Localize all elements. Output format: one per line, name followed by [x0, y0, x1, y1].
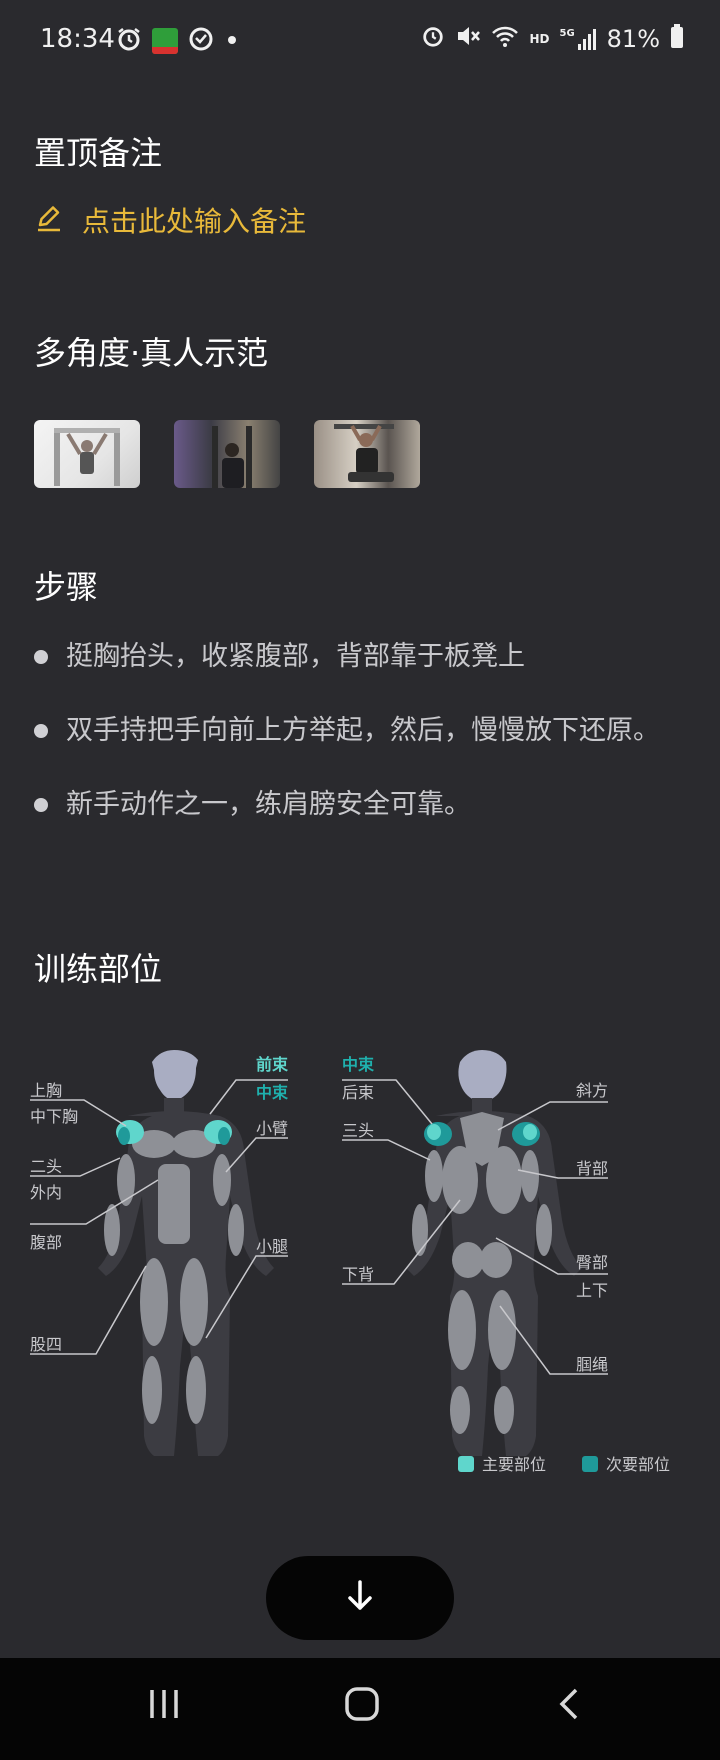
pencil-icon — [34, 203, 64, 237]
status-right-icons: HD 5G 81% — [421, 24, 684, 54]
network-gen: 5G — [559, 28, 575, 39]
label-back: 背部 — [576, 1159, 608, 1178]
network-type: HD — [529, 32, 550, 46]
alarm-icon — [116, 26, 142, 56]
list-item: 新手动作之一，练肩膀安全可靠。 — [34, 784, 684, 826]
label-upper-chest: 上胸 — [30, 1081, 62, 1100]
label-forearm: 小臂 — [256, 1119, 288, 1138]
legend-secondary: 次要部位 — [606, 1455, 670, 1474]
label-front-delt: 前束 — [256, 1055, 289, 1074]
signal-icon: 5G — [559, 28, 596, 50]
app-notification-icon — [152, 28, 178, 54]
mute-icon — [455, 24, 481, 54]
label-lower-back: 下背 — [342, 1265, 374, 1284]
alarm-icon — [421, 24, 445, 54]
muscle-legend: 主要部位 次要部位 — [458, 1455, 670, 1474]
wifi-icon — [491, 24, 519, 54]
label-rear-delt: 后束 — [342, 1083, 374, 1102]
bullet-icon — [34, 724, 48, 738]
label-upper-lower: 上下 — [576, 1281, 608, 1300]
front-body-figure — [98, 1050, 274, 1456]
label-glutes: 臀部 — [576, 1253, 608, 1272]
battery-level: 81% — [606, 25, 660, 53]
demo-thumbnail-photo[interactable] — [314, 420, 420, 488]
heart-check-icon — [188, 26, 214, 56]
label-hamstrings: 腘绳 — [576, 1355, 608, 1374]
home-button[interactable] — [344, 1686, 380, 1726]
muscle-diagram: 上胸 中下胸 二头 外内 腹部 股四 前束 中束 小臂 小腿 — [30, 1050, 670, 1474]
battery-icon — [670, 24, 684, 54]
back-body-figure — [406, 1050, 582, 1456]
label-quads: 股四 — [30, 1335, 62, 1354]
legend-swatch-primary — [458, 1456, 474, 1472]
list-item: 双手持把手向前上方举起，然后，慢慢放下还原。 — [34, 710, 676, 752]
note-placeholder: 点击此处输入备注 — [82, 205, 307, 238]
system-navigation-bar — [0, 1658, 720, 1760]
demo-thumbnail-illustration[interactable] — [34, 420, 140, 488]
status-time: 18:34 — [40, 24, 115, 54]
label-triceps: 三头 — [342, 1121, 374, 1140]
dot-icon — [224, 26, 240, 56]
note-section-title: 置顶备注 — [34, 134, 163, 172]
scroll-down-button[interactable] — [266, 1556, 454, 1640]
status-left-icons — [116, 26, 240, 56]
legend-primary: 主要部位 — [482, 1455, 546, 1474]
label-abs: 腹部 — [30, 1233, 62, 1252]
demo-section-title: 多角度·真人示范 — [34, 334, 269, 372]
steps-section-title: 步骤 — [34, 568, 99, 606]
label-mid-lower-chest: 中下胸 — [30, 1107, 78, 1126]
label-mid-delt-back: 中束 — [342, 1055, 375, 1074]
back-button[interactable] — [552, 1686, 588, 1726]
label-mid-delt-front: 中束 — [256, 1083, 289, 1102]
front-leader-lines — [30, 1079, 288, 1355]
recent-apps-button[interactable] — [146, 1686, 182, 1726]
list-item: 挺胸抬头，收紧腹部，背部靠于板凳上 — [34, 636, 684, 678]
demo-thumbnail-photo[interactable] — [174, 420, 280, 488]
label-trapezius: 斜方 — [576, 1081, 608, 1100]
label-biceps: 二头 — [30, 1157, 62, 1176]
legend-swatch-secondary — [582, 1456, 598, 1472]
note-input[interactable]: 点击此处输入备注 — [34, 200, 306, 240]
bullet-icon — [34, 650, 48, 664]
training-section-title: 训练部位 — [34, 950, 163, 988]
back-leader-lines — [342, 1079, 608, 1375]
bullet-icon — [34, 798, 48, 812]
arrow-down-icon — [345, 1579, 375, 1617]
label-outer-inner: 外内 — [30, 1183, 62, 1202]
status-bar: 18:34 HD 5G 81% — [0, 0, 720, 80]
label-calf: 小腿 — [256, 1237, 288, 1256]
steps-list: 挺胸抬头，收紧腹部，背部靠于板凳上 双手持把手向前上方举起，然后，慢慢放下还原。… — [34, 636, 684, 858]
